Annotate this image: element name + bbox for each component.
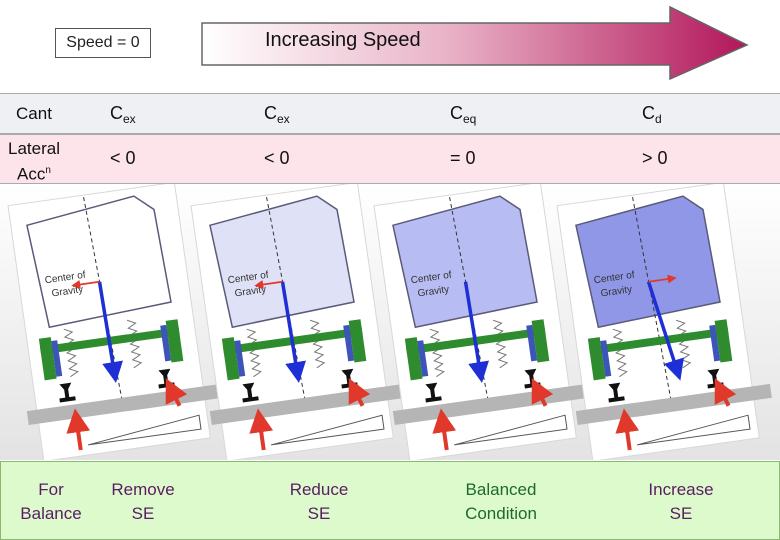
cant-wedge [270,414,385,446]
cant-label: Cant [16,104,52,123]
cant-wedge [453,414,568,446]
resultant-force-arrow [463,281,489,383]
cant-wedge [87,414,202,446]
cant-value-3: Ceq [450,103,477,126]
resultant-force-arrow [280,281,306,383]
vehicle-body [575,195,721,329]
reaction-arrow [432,408,457,451]
reaction-arrow [531,378,554,407]
arrow-shape [201,5,749,81]
lateral-acceleration-arrow [648,274,677,284]
lateral-value-1: < 0 [110,148,136,168]
reaction-arrow [348,378,371,407]
lateral-value-4: > 0 [642,148,668,168]
svg-text:Gravity: Gravity [417,284,450,299]
reaction-arrow [714,378,737,407]
vehicle-body [392,195,538,329]
lateral-value-3: = 0 [450,148,476,168]
increasing-speed-label: Increasing Speed [265,29,421,51]
lateral-acceleration-row: Lateral Accn < 0 < 0 = 0 > 0 [0,134,780,184]
svg-text:Gravity: Gravity [600,284,633,299]
reaction-arrow [165,378,188,407]
lateral-acceleration-label: Lateral Accn [8,139,60,184]
cant-value-4: Cd [642,103,662,126]
bogie-frame [588,327,729,355]
cant-value-2: Cex [264,103,290,126]
speed-zero-box: Speed = 0 [55,28,151,58]
lateral-acceleration-arrow [254,280,283,289]
vehicle-body [26,195,172,329]
vehicle-body [209,195,355,329]
reaction-arrow [615,408,640,451]
increasing-speed-arrow: Increasing Speed [200,5,750,81]
cant-value-1: Cex [110,103,136,126]
lateral-value-2: < 0 [264,148,290,168]
cant-row: Cant Cex Cex Ceq Cd [0,93,780,134]
reaction-arrow [66,408,91,451]
reaction-arrow [249,408,274,451]
resultant-force-arrow [97,281,123,383]
resultant-force-arrow [646,281,684,381]
cant-wedge [636,414,751,446]
lateral-acceleration-arrow [71,280,100,289]
